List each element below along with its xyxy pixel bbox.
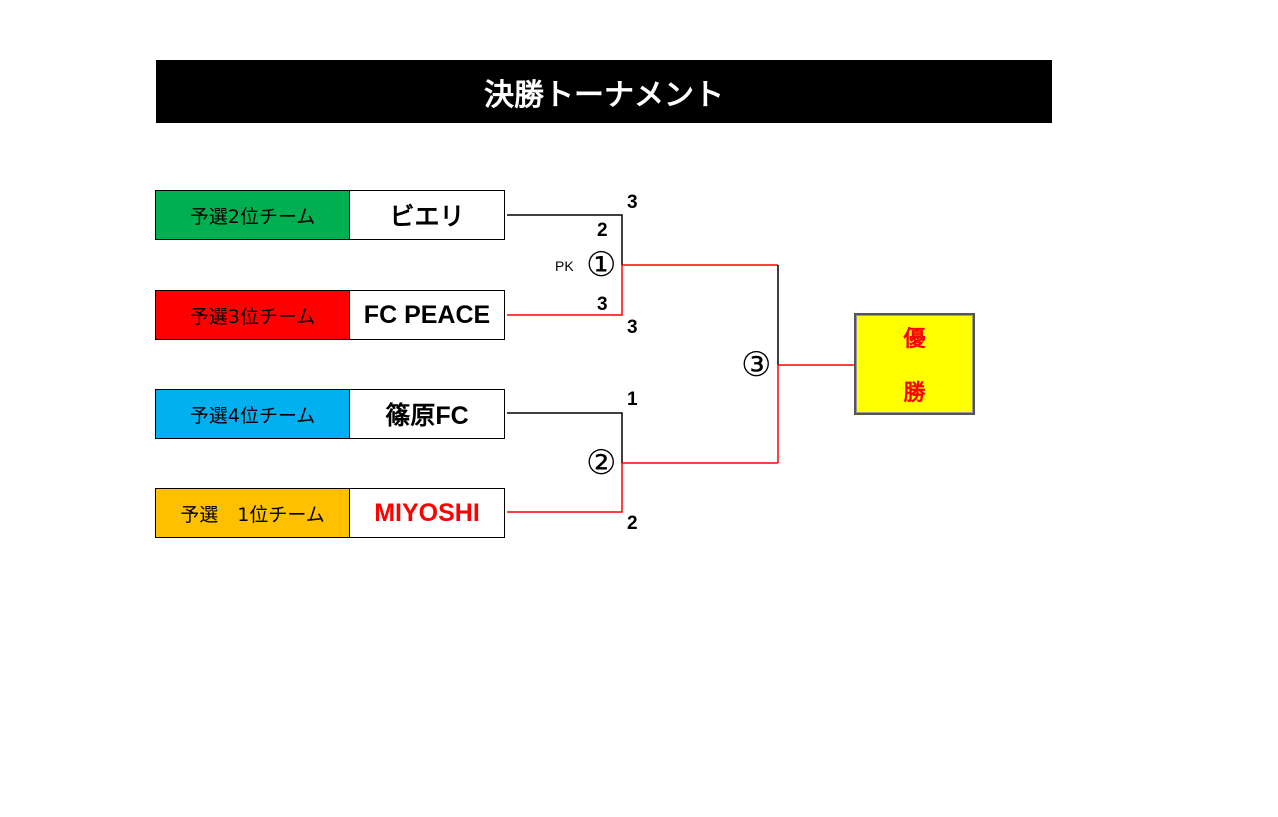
seed-label-3: 予選4位チーム [155, 389, 350, 439]
team-row-4: 予選 1位チーム MIYOSHI [155, 488, 505, 538]
m1-bottom-pk: 3 [597, 294, 608, 315]
page-title: 決勝トーナメント [156, 60, 1052, 123]
match-1-label: ① [586, 245, 617, 285]
champion-box: 優 勝 [854, 313, 975, 415]
seed-label-2: 予選3位チーム [155, 290, 350, 340]
team-name-4: MIYOSHI [350, 488, 505, 538]
m2-bottom-score: 2 [627, 513, 638, 534]
team-name-2: FC PEACE [350, 290, 505, 340]
team-name-3: 篠原FC [350, 389, 505, 439]
m1-bottom-score: 3 [627, 317, 638, 338]
m1-top-score: 3 [627, 192, 638, 213]
m2-top-score: 1 [627, 389, 638, 410]
seed-label-1: 予選2位チーム [155, 190, 350, 240]
team-row-2: 予選3位チーム FC PEACE [155, 290, 505, 340]
m1-top-line [507, 214, 623, 265]
m1-top-pk: 2 [597, 220, 608, 241]
team-row-1: 予選2位チーム ビエリ [155, 190, 505, 240]
m1-pk-label: PK [555, 258, 574, 274]
m2-bottom-line [507, 463, 623, 513]
m2-top-line [507, 412, 623, 463]
match-2-label: ② [586, 443, 617, 483]
champion-label-1: 優 [903, 327, 926, 352]
team-row-3: 予選4位チーム 篠原FC [155, 389, 505, 439]
seed-label-4: 予選 1位チーム [155, 488, 350, 538]
m1-bottom-line [507, 265, 623, 316]
team-name-1: ビエリ [350, 190, 505, 240]
match-3-label: ③ [741, 345, 772, 385]
champion-label-2: 勝 [903, 381, 926, 406]
